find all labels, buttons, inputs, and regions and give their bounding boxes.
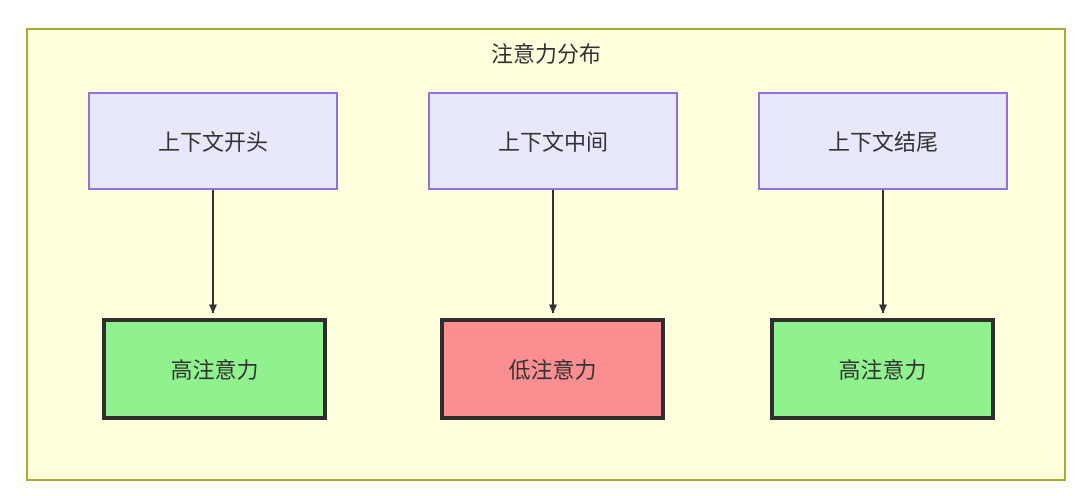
- node-context-start[interactable]: 上下文开头: [88, 92, 338, 190]
- node-context-end[interactable]: 上下文结尾: [758, 92, 1008, 190]
- node-attention-end[interactable]: 高注意力: [770, 318, 995, 420]
- node-attention-end-label: 高注意力: [838, 358, 927, 383]
- node-context-start-label: 上下文开头: [157, 130, 268, 155]
- node-attention-start[interactable]: 高注意力: [102, 318, 327, 420]
- subgraph-title: 注意力分布: [490, 42, 601, 67]
- node-attention-start-label: 高注意力: [170, 358, 259, 383]
- node-context-end-label: 上下文结尾: [827, 130, 938, 155]
- node-attention-middle-label: 低注意力: [508, 358, 597, 383]
- node-context-middle-label: 上下文中间: [497, 130, 608, 155]
- node-attention-middle[interactable]: 低注意力: [440, 318, 665, 420]
- node-context-middle[interactable]: 上下文中间: [428, 92, 678, 190]
